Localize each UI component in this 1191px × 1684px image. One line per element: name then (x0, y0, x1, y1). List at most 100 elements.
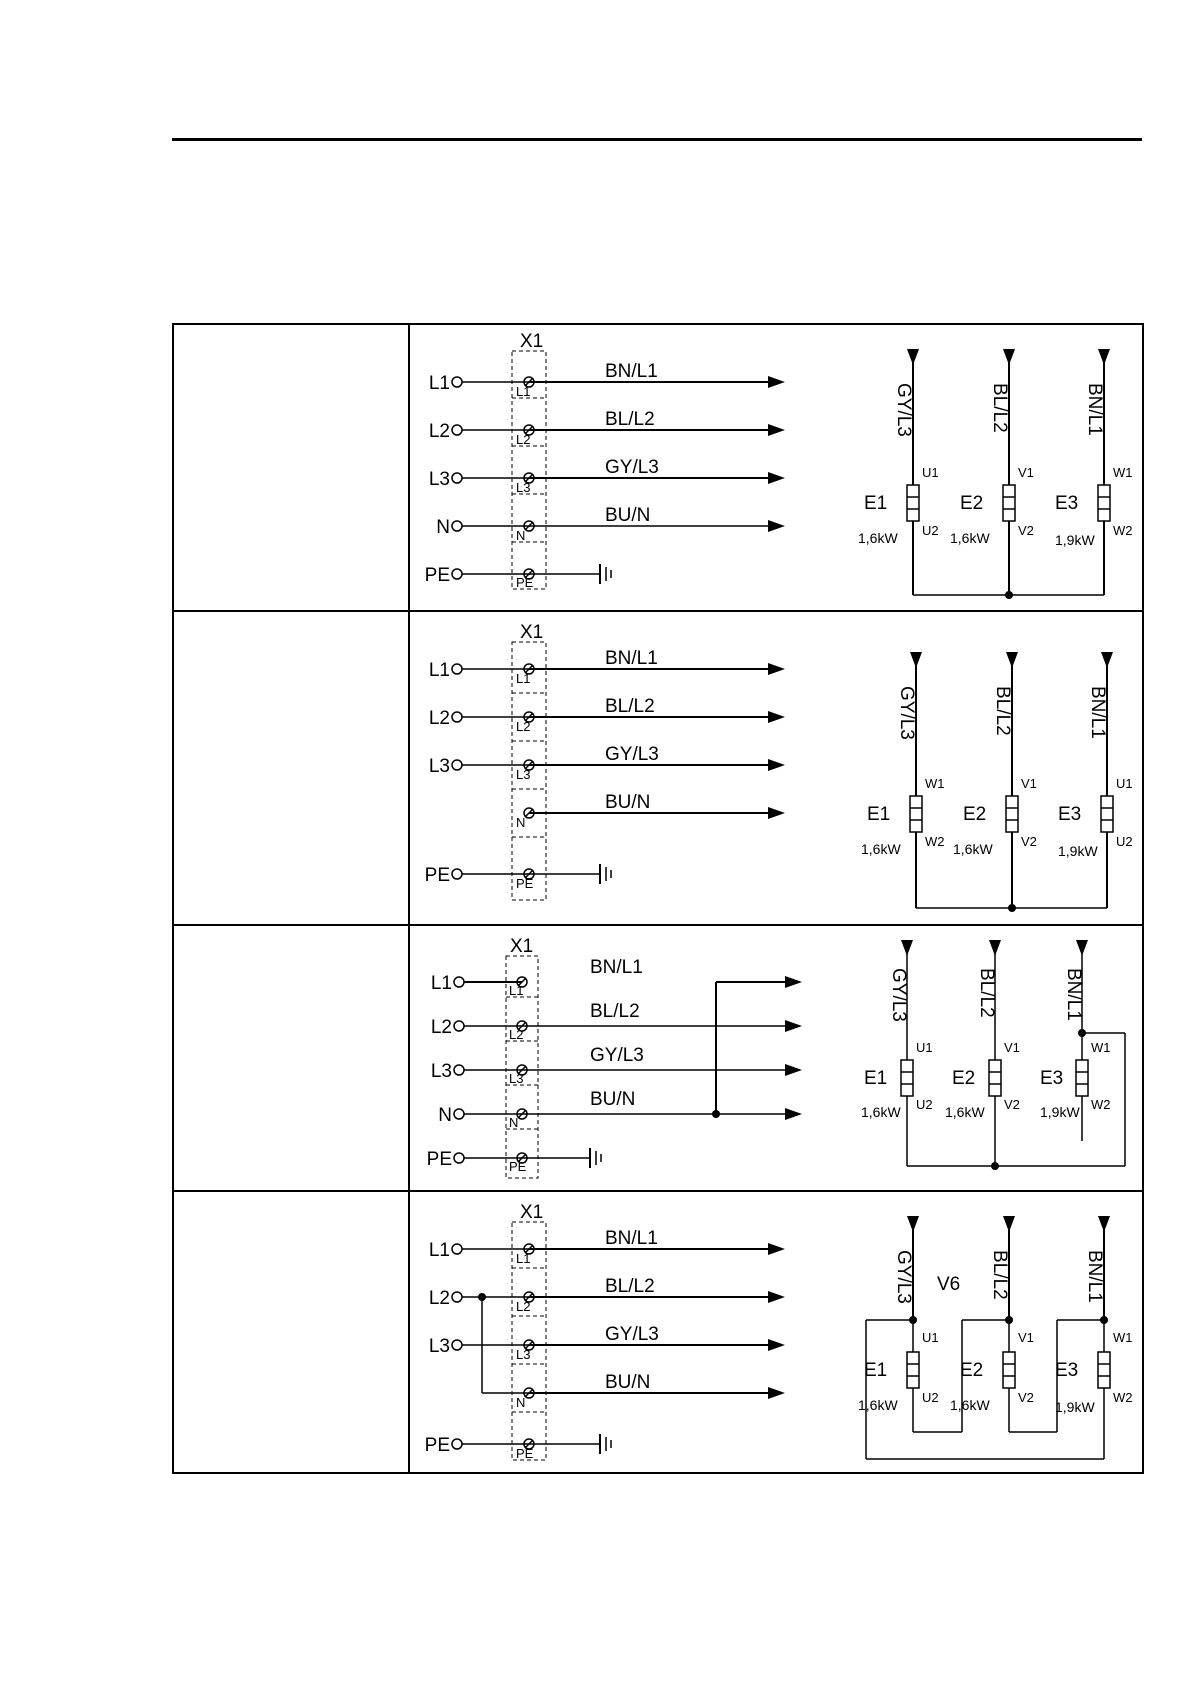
wiring-row: X1 L1 L2 L3 PE L1 L2 L3 N PE BN/L1 BL/L2… (172, 1190, 1144, 1474)
wiring-row: X1 L1 L2 L3 N PE L1 L2 L3 N PE BN/L1 BL/… (172, 323, 1144, 612)
element-terminal: V2 (1021, 834, 1037, 849)
input-label: L1 (431, 973, 452, 994)
wiring-row: X1 L1 L2 L3 PE L1 L2 L3 N PE BN/L1 BL/L2… (172, 610, 1144, 926)
element-terminal: W2 (1091, 1097, 1111, 1112)
input-label: L2 (429, 421, 450, 442)
element-power: 1,9kW (1058, 843, 1098, 859)
extra-label: V6 (937, 1274, 960, 1295)
element-power: 1,6kW (953, 841, 993, 857)
feed-label: GY/L3 (888, 968, 909, 1022)
input-label: L2 (429, 1288, 450, 1309)
element-power: 1,6kW (861, 841, 901, 857)
input-label: N (436, 517, 450, 538)
feed-label: BL/L2 (989, 1250, 1010, 1300)
element-terminal: W1 (925, 776, 945, 791)
row-label (172, 924, 410, 1192)
element-terminal: V2 (1004, 1097, 1020, 1112)
element-terminal: W2 (1113, 1390, 1133, 1405)
wire-label: GY/L3 (605, 1324, 659, 1345)
element-terminal: V1 (1018, 465, 1034, 480)
element-power: 1,6kW (858, 1397, 898, 1413)
element-terminal: W1 (1091, 1040, 1111, 1055)
terminal-label: L2 (516, 432, 530, 447)
terminal-label: PE (509, 1159, 527, 1174)
element-name: E1 (864, 493, 887, 514)
terminal-block (505, 955, 539, 1179)
terminal-label: PE (516, 876, 534, 891)
feed-label: BN/L1 (1087, 686, 1108, 739)
wiring-diagram: X1 L1 L2 L3 PE L1 L2 L3 N PE BN/L1 BL/L2… (425, 1202, 1133, 1461)
input-label: PE (427, 1149, 452, 1170)
feed-label: GY/L3 (893, 1250, 914, 1304)
element-terminal: U1 (1116, 776, 1133, 791)
element-terminal: U2 (922, 523, 939, 538)
row-label (172, 610, 410, 926)
element-name: E3 (1058, 804, 1081, 825)
input-label: PE (425, 1435, 450, 1456)
element-name: E1 (864, 1068, 887, 1089)
terminal-block-label: X1 (520, 1202, 543, 1223)
feed-label: BN/L1 (1084, 1250, 1105, 1303)
element-terminal: W2 (1113, 523, 1133, 538)
terminal-label: N (509, 1115, 518, 1130)
wire-label: BU/N (605, 1372, 650, 1393)
input-label: L2 (431, 1017, 452, 1038)
element-name: E2 (963, 804, 986, 825)
terminal-label: L3 (509, 1071, 523, 1086)
terminal-block-label: X1 (510, 936, 533, 957)
element-power: 1,6kW (950, 1397, 990, 1413)
wiring-diagram: X1 L1 L2 L3 N PE L1 L2 L3 N PE BN/L1 BL/… (425, 331, 1133, 599)
wire-label: BL/L2 (590, 1001, 640, 1022)
element-name: E3 (1055, 1360, 1078, 1381)
element-power: 1,9kW (1040, 1104, 1080, 1120)
input-label: L1 (429, 1240, 450, 1261)
terminal-label: L1 (509, 983, 523, 998)
element-power: 1,9kW (1055, 1399, 1095, 1415)
input-label: L1 (429, 660, 450, 681)
terminal-label: L3 (516, 1347, 530, 1362)
input-label: N (438, 1105, 452, 1126)
input-label: L1 (429, 373, 450, 394)
terminal-label: L1 (516, 1251, 530, 1266)
wiring-diagram: X1 L1 L2 L3 PE L1 L2 L3 N PE BN/L1 BL/L2… (425, 622, 1133, 912)
input-label: L3 (429, 756, 450, 777)
terminal-label: PE (516, 575, 534, 590)
wire-label: BL/L2 (605, 696, 655, 717)
terminal-block-label: X1 (520, 622, 543, 643)
terminal-block-label: X1 (520, 331, 543, 352)
element-terminal: W2 (925, 834, 945, 849)
input-label: L3 (429, 469, 450, 490)
terminal-label: PE (516, 1446, 534, 1461)
terminal-label: L1 (516, 384, 530, 399)
wiring-diagram: X1 L1 L2 L3 N PE L1 L2 L3 N PE BN/L1 BL/… (427, 936, 1126, 1179)
element-terminal: W1 (1113, 1330, 1133, 1345)
element-name: E1 (864, 1360, 887, 1381)
feed-label: BL/L2 (992, 686, 1013, 736)
row-label (172, 1190, 410, 1474)
element-terminal: V2 (1018, 523, 1034, 538)
row-label (172, 323, 410, 612)
element-name: E2 (960, 493, 983, 514)
wire-label: BU/N (590, 1089, 635, 1110)
input-label: PE (425, 865, 450, 886)
element-terminal: V2 (1018, 1390, 1034, 1405)
wire-label: BL/L2 (605, 409, 655, 430)
feed-label: BN/L1 (1084, 383, 1105, 436)
element-power: 1,6kW (950, 530, 990, 546)
wire-label: GY/L3 (605, 744, 659, 765)
element-power: 1,9kW (1055, 532, 1095, 548)
element-terminal: U1 (922, 1330, 939, 1345)
wire-label: BN/L1 (590, 957, 643, 978)
element-terminal: U1 (922, 465, 939, 480)
terminal-block (511, 350, 547, 590)
feed-label: GY/L3 (893, 383, 914, 437)
element-name: E3 (1055, 493, 1078, 514)
element-name: E2 (960, 1360, 983, 1381)
element-power: 1,6kW (861, 1104, 901, 1120)
terminal-label: L1 (516, 671, 530, 686)
element-name: E1 (867, 804, 890, 825)
wire-label: BN/L1 (605, 1228, 658, 1249)
terminal-label: N (516, 528, 525, 543)
terminal-block (511, 1221, 547, 1461)
feed-label: GY/L3 (896, 686, 917, 740)
